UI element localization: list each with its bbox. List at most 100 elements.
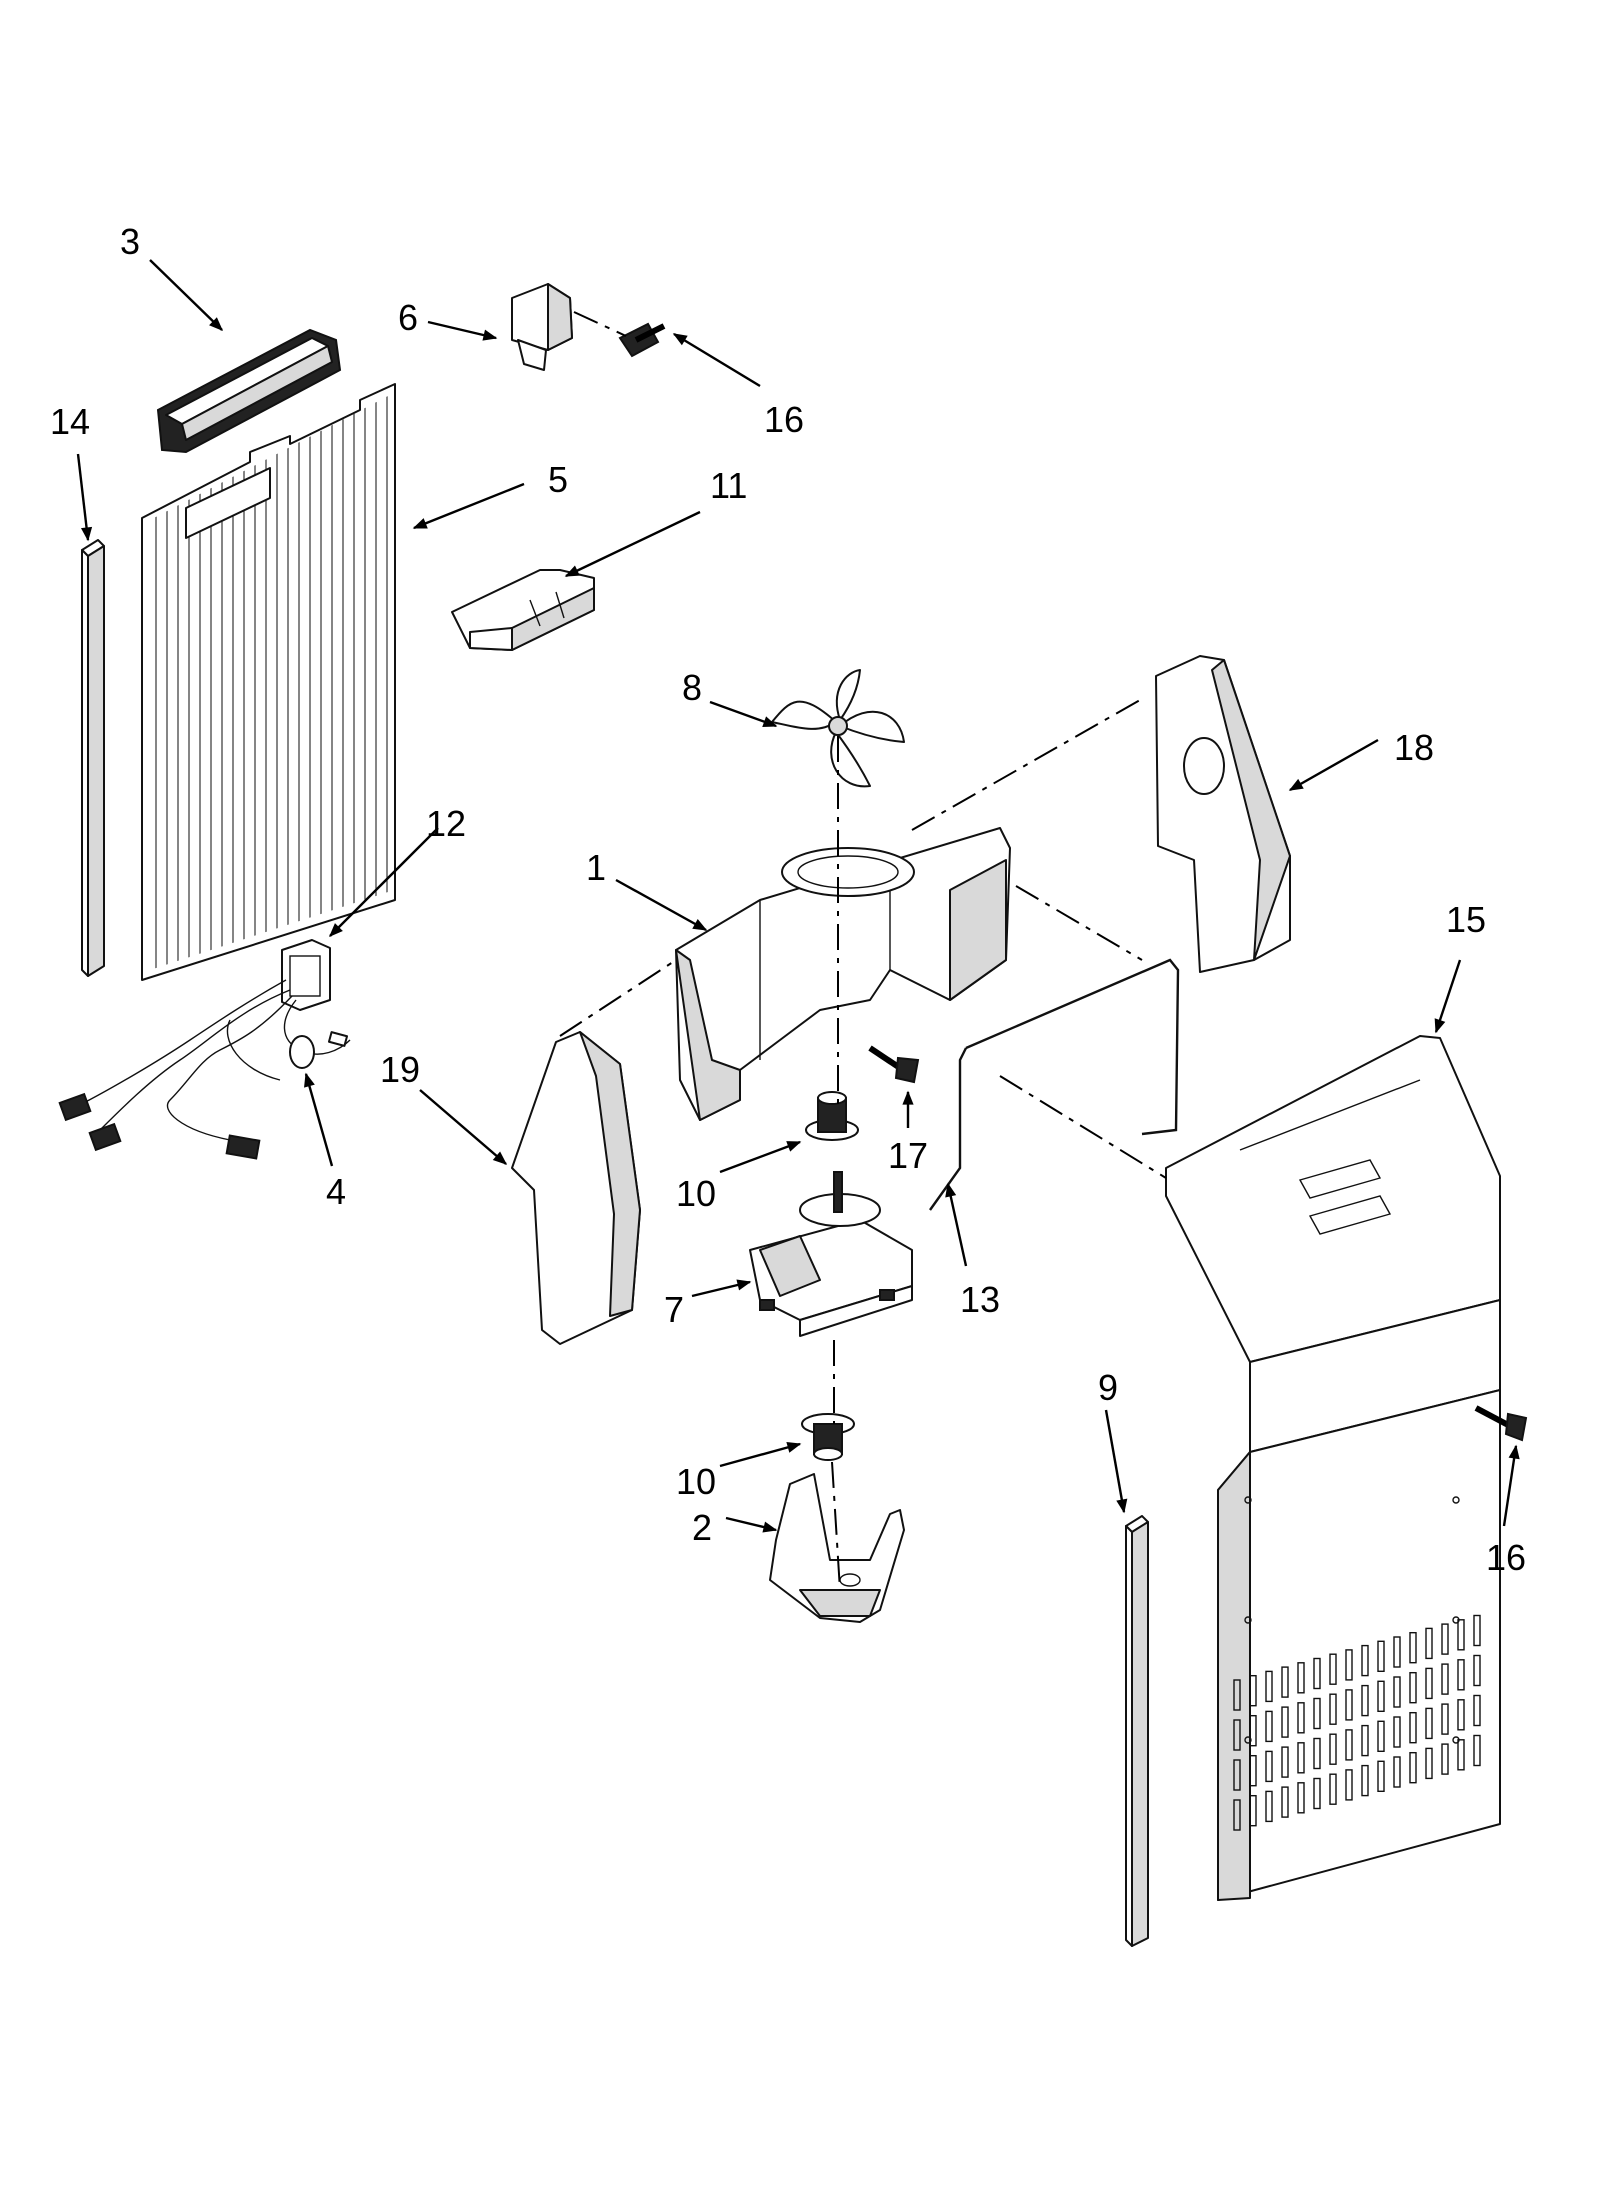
vent-slot bbox=[1249, 1714, 1257, 1747]
vent-slot bbox=[1281, 1666, 1289, 1698]
vent-slot bbox=[1393, 1716, 1401, 1748]
part-12-wire-harness bbox=[58, 939, 351, 1160]
part-7-motor bbox=[749, 1171, 913, 1337]
callout-15: 15 bbox=[1446, 899, 1486, 940]
vent-slot bbox=[1345, 1649, 1353, 1681]
callout-17: 17 bbox=[888, 1135, 928, 1176]
callout-9: 9 bbox=[1098, 1367, 1118, 1408]
vent-slot bbox=[1377, 1720, 1385, 1753]
part-17-screw bbox=[868, 1045, 920, 1084]
part-18-duct-cover bbox=[1155, 655, 1291, 973]
vent-slots bbox=[1233, 1496, 1481, 1831]
mounting-hole bbox=[1452, 1496, 1460, 1504]
callout-19: 19 bbox=[380, 1049, 420, 1090]
mounting-hole bbox=[1452, 1736, 1460, 1744]
part-13-wire bbox=[929, 958, 1180, 1211]
vent-slot bbox=[1249, 1754, 1257, 1787]
callout-11: 11 bbox=[710, 465, 747, 506]
part-10-bushing-lower bbox=[801, 1413, 855, 1461]
vent-slot bbox=[1425, 1747, 1433, 1780]
callout-14: 14 bbox=[50, 401, 90, 442]
vent-slot bbox=[1473, 1734, 1481, 1767]
vent-slot bbox=[1249, 1674, 1257, 1707]
vent-slot bbox=[1409, 1751, 1417, 1784]
callout-1: 1 bbox=[586, 847, 606, 888]
callout-18: 18 bbox=[1394, 727, 1434, 768]
leader-lines bbox=[76, 259, 1520, 1533]
callout-labels: 3 6 16 14 5 11 8 18 12 1 15 19 4 17 10 1… bbox=[50, 221, 1526, 1578]
callout-2: 2 bbox=[692, 1507, 712, 1548]
vent-slot bbox=[1409, 1671, 1417, 1704]
vent-slot bbox=[1313, 1697, 1321, 1730]
vent-slot bbox=[1233, 1679, 1241, 1711]
vent-slot bbox=[1297, 1782, 1305, 1814]
part-8-fan-blade bbox=[771, 669, 905, 788]
part-16-screw-right bbox=[1474, 1405, 1528, 1442]
part-3-housing bbox=[156, 328, 342, 454]
vent-slot bbox=[1265, 1670, 1273, 1703]
vent-slot bbox=[1329, 1653, 1337, 1685]
vent-slot bbox=[1281, 1706, 1289, 1738]
part-19-duct-cover bbox=[511, 1031, 641, 1345]
vent-slot bbox=[1233, 1719, 1241, 1751]
vent-slot bbox=[1361, 1684, 1369, 1717]
mounting-hole bbox=[1244, 1616, 1252, 1624]
vent-slot bbox=[1473, 1694, 1481, 1727]
vent-slot bbox=[1457, 1659, 1465, 1691]
part-5-liner-panel bbox=[141, 383, 396, 981]
part-15-rear-panel bbox=[1165, 1035, 1501, 1901]
vent-slot bbox=[1393, 1676, 1401, 1708]
part-1-fan-housing bbox=[675, 827, 1011, 1121]
vent-slot bbox=[1265, 1750, 1273, 1783]
part-2-bracket bbox=[769, 1473, 905, 1623]
alignment-lines bbox=[559, 311, 1167, 1591]
callout-12: 12 bbox=[426, 803, 466, 844]
vent-slot bbox=[1313, 1777, 1321, 1810]
part-16-screw-top bbox=[618, 322, 666, 358]
vent-slot bbox=[1473, 1654, 1481, 1687]
vent-slot bbox=[1313, 1737, 1321, 1770]
vent-slot bbox=[1409, 1631, 1417, 1664]
vent-slot bbox=[1377, 1760, 1385, 1793]
vent-slot bbox=[1377, 1640, 1385, 1673]
callout-16-top: 16 bbox=[764, 399, 804, 440]
callout-3: 3 bbox=[120, 221, 140, 262]
vent-slot bbox=[1233, 1799, 1241, 1831]
callout-5: 5 bbox=[548, 459, 568, 500]
vent-slot bbox=[1297, 1742, 1305, 1774]
callout-6: 6 bbox=[398, 297, 418, 338]
mounting-hole bbox=[1452, 1616, 1460, 1624]
vent-slot bbox=[1265, 1710, 1273, 1743]
mounting-hole bbox=[1244, 1736, 1252, 1744]
vent-slot bbox=[1297, 1662, 1305, 1694]
callout-8: 8 bbox=[682, 667, 702, 708]
vent-slot bbox=[1281, 1786, 1289, 1818]
vent-slot bbox=[1393, 1636, 1401, 1668]
vent-slot bbox=[1425, 1667, 1433, 1700]
part-10-bushing-upper bbox=[805, 1091, 859, 1141]
callout-10-upper: 10 bbox=[676, 1173, 716, 1214]
vent-slot bbox=[1425, 1707, 1433, 1740]
part-11-bracket bbox=[451, 569, 595, 651]
vent-slot bbox=[1313, 1657, 1321, 1690]
vent-slot bbox=[1345, 1729, 1353, 1761]
part-14-strip bbox=[81, 539, 105, 977]
vent-slot bbox=[1345, 1689, 1353, 1721]
callout-10-lower: 10 bbox=[676, 1461, 716, 1502]
vent-slot bbox=[1441, 1743, 1449, 1775]
vent-slot bbox=[1441, 1623, 1449, 1655]
vent-slot bbox=[1473, 1614, 1481, 1647]
vent-slot bbox=[1329, 1733, 1337, 1765]
callout-7: 7 bbox=[664, 1289, 684, 1330]
vent-slot bbox=[1377, 1680, 1385, 1713]
vent-slot bbox=[1457, 1739, 1465, 1771]
vent-slot bbox=[1425, 1627, 1433, 1660]
vent-slot bbox=[1345, 1769, 1353, 1801]
vent-slot bbox=[1361, 1764, 1369, 1797]
vent-slot bbox=[1457, 1699, 1465, 1731]
mounting-hole bbox=[1244, 1496, 1252, 1504]
vent-slot bbox=[1441, 1663, 1449, 1695]
vent-slot bbox=[1361, 1724, 1369, 1757]
vent-slot bbox=[1281, 1746, 1289, 1778]
